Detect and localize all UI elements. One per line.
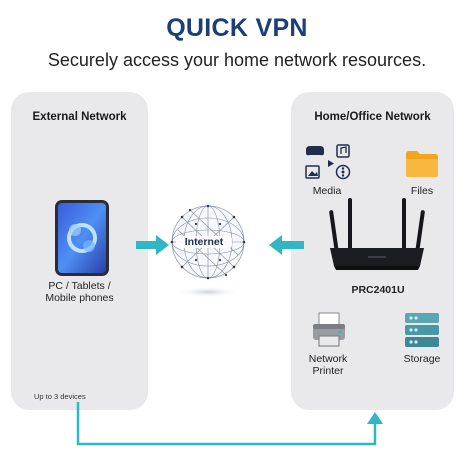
page-title: QUICK VPN bbox=[166, 14, 308, 42]
folder-icon bbox=[405, 150, 439, 178]
printer-icon bbox=[311, 312, 347, 348]
printer-label-line1: Network bbox=[308, 353, 348, 365]
media-label: Media bbox=[312, 185, 342, 197]
internet-globe-icon bbox=[168, 200, 248, 300]
storage-icon bbox=[404, 312, 440, 348]
internet-label: Internet bbox=[176, 236, 232, 248]
media-icon bbox=[304, 144, 354, 180]
printer-label-line2: Printer bbox=[312, 365, 344, 377]
router-model-label: PRC2401U bbox=[351, 284, 405, 296]
files-label: Files bbox=[410, 185, 434, 197]
tablet-icon bbox=[55, 200, 109, 276]
device-label-line1: PC / Tablets / bbox=[48, 280, 111, 292]
arrow-left-icon bbox=[268, 234, 304, 256]
device-label-line2: Mobile phones bbox=[45, 292, 114, 304]
vpn-connection-line bbox=[70, 400, 390, 450]
device-limit-note: Up to 3 devices bbox=[34, 392, 86, 401]
external-network-title: External Network bbox=[32, 111, 127, 123]
storage-label: Storage bbox=[403, 353, 441, 365]
home-office-network-title: Home/Office Network bbox=[314, 111, 431, 123]
arrow-right-icon bbox=[136, 234, 170, 256]
page-subtitle: Securely access your home network resour… bbox=[47, 50, 427, 70]
router-icon bbox=[324, 196, 430, 276]
